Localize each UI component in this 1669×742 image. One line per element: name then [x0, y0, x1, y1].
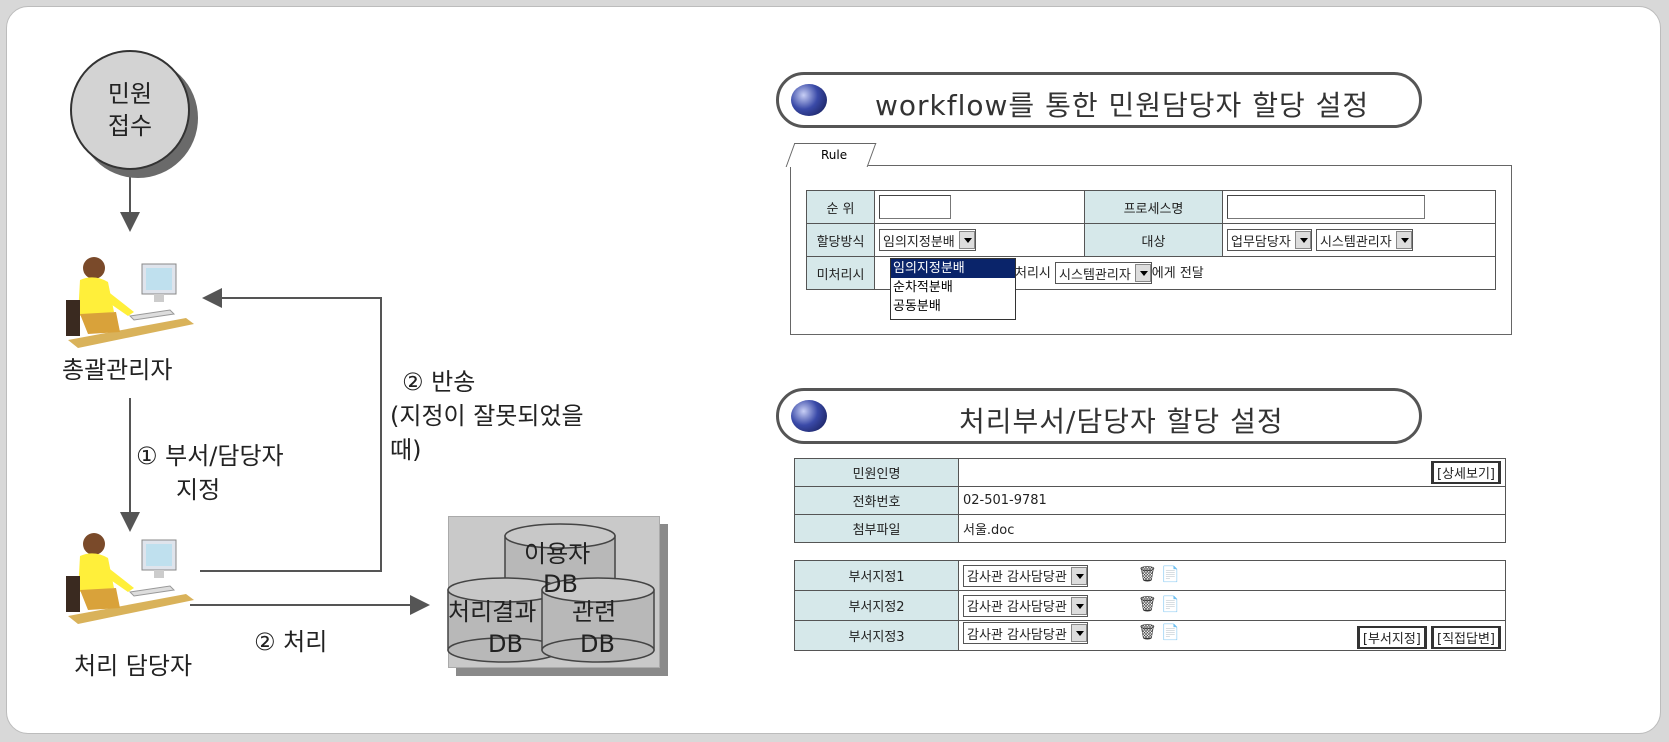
attachment-label: 첨부파일	[794, 514, 959, 543]
order-cell	[874, 190, 1085, 224]
arrow-return	[200, 288, 382, 572]
db-related-label: 관련	[572, 598, 617, 626]
assign-panel-header: 처리부서/담당자 할당 설정	[776, 388, 1422, 444]
attachment-link[interactable]: 서울.doc	[958, 514, 1506, 543]
department-1-cell: 감사관 감사담당관 🗑 📄	[958, 560, 1506, 591]
workflow-panel-title: workflow를 통한 민원담당자 할당 설정	[875, 89, 1370, 122]
department-2-select[interactable]: 감사관 감사담당관	[963, 594, 1088, 617]
target-select-2[interactable]: 시스템관리자	[1315, 229, 1413, 251]
step-return-note-line1: (지정이 잘못되었을	[390, 402, 584, 430]
table-row: 부서지정3 감사관 감사담당관 🗑 📄 [부서지정] [직접답변]	[794, 620, 1506, 651]
method-select-value: 임의지정분배	[883, 234, 955, 250]
detail-view-button[interactable]: [상세보기]	[1431, 461, 1501, 484]
method-label: 할당방식	[806, 223, 875, 257]
trash-icon[interactable]: 🗑	[1137, 595, 1157, 613]
assign-panel-title: 처리부서/담당자 할당 설정	[959, 405, 1284, 438]
method-dropdown-list: 임의지정분배 순차적분배 공동분배	[890, 258, 1016, 320]
department-3-value: 감사관 감사담당관	[967, 627, 1067, 643]
target-label: 대상	[1084, 223, 1223, 257]
step-return-label: ② 반송	[402, 368, 476, 396]
dropdown-option[interactable]: 임의지정분배	[891, 259, 1015, 278]
target-select-2-value: 시스템관리자	[1319, 234, 1392, 250]
chevron-down-icon	[1294, 231, 1311, 249]
unprocessed-suffix-text: 에게 전달	[1151, 265, 1204, 281]
assign-department-button[interactable]: [부서지정]	[1356, 626, 1427, 649]
person-at-computer-icon	[58, 526, 198, 626]
rule-table: 순 위 프로세스명 할당방식 임의지정분배 대상 업무담당자 시스템관리자 미처…	[806, 190, 1496, 290]
chevron-down-icon	[1395, 231, 1412, 249]
db-related-label-line2: DB	[580, 630, 615, 658]
department-1-label: 부서지정1	[794, 560, 959, 591]
start-node: 민원 접수	[70, 50, 190, 170]
unprocessed-label: 미처리시	[806, 256, 875, 290]
start-label-line2: 접수	[107, 112, 153, 140]
db-user-label-line2: DB	[543, 570, 578, 598]
target-select-1-value: 업무담당자	[1231, 234, 1291, 250]
table-row: 부서지정2 감사관 감사담당관 🗑 📄	[794, 590, 1506, 621]
tab-rule-label: Rule	[821, 148, 848, 162]
department-2-cell: 감사관 감사담당관 🗑 📄	[958, 590, 1506, 621]
step-return-note-line2: 때)	[390, 436, 422, 464]
chevron-down-icon	[1070, 624, 1087, 642]
handler-label: 처리 담당자	[74, 652, 193, 680]
tab-rule[interactable]: Rule	[785, 143, 877, 167]
applicant-name-cell: [상세보기]	[958, 458, 1506, 487]
db-user-label: 이용자	[524, 540, 591, 568]
phone-value: 02-501-9781	[958, 486, 1506, 515]
manager-label: 총괄관리자	[62, 356, 173, 384]
bullet-dot-icon	[791, 84, 827, 116]
department-3-cell: 감사관 감사담당관 🗑 📄 [부서지정] [직접답변]	[958, 620, 1506, 651]
chevron-down-icon	[958, 231, 975, 249]
department-3-label: 부서지정3	[794, 620, 959, 651]
dropdown-option[interactable]: 순차적분배	[893, 280, 953, 295]
step-assign-label: ① 부서/담당자	[136, 442, 284, 470]
db-result-label-line2: DB	[488, 630, 523, 658]
applicant-info-table: 민원인명 [상세보기] 전화번호 02-501-9781 첨부파일 서울.doc	[794, 458, 1506, 543]
direct-reply-button[interactable]: [직접답변]	[1431, 626, 1501, 649]
bullet-dot-icon	[791, 400, 827, 432]
process-name-cell	[1222, 190, 1496, 224]
dropdown-option[interactable]: 공동분배	[893, 299, 941, 314]
applicant-name-label: 민원인명	[794, 458, 959, 487]
order-input[interactable]	[879, 195, 951, 219]
unprocessed-mid-text: 처리시	[1015, 265, 1051, 281]
workflow-panel-header: workflow를 통한 민원담당자 할당 설정	[776, 72, 1422, 128]
department-table: 부서지정1 감사관 감사담당관 🗑 📄 부서지정2 감사관 감사담당관 🗑 📄 …	[794, 560, 1506, 651]
document-icon[interactable]: 📄	[1161, 565, 1180, 583]
unprocessed-select[interactable]: 시스템관리자	[1055, 262, 1152, 285]
department-3-select[interactable]: 감사관 감사담당관	[963, 622, 1088, 644]
start-label-line1: 민원	[107, 79, 153, 108]
person-at-computer-icon	[58, 250, 198, 350]
document-icon[interactable]: 📄	[1161, 595, 1180, 613]
target-cell: 업무담당자 시스템관리자	[1222, 223, 1496, 257]
trash-icon[interactable]: 🗑	[1137, 622, 1157, 641]
method-select[interactable]: 임의지정분배	[879, 229, 976, 251]
process-name-input[interactable]	[1227, 195, 1425, 219]
department-1-value: 감사관 감사담당관	[967, 570, 1067, 585]
department-2-label: 부서지정2	[794, 590, 959, 621]
table-row: 부서지정1 감사관 감사담당관 🗑 📄	[794, 560, 1506, 591]
step-assign-label-line2: 지정	[176, 476, 221, 504]
department-2-value: 감사관 감사담당관	[967, 600, 1067, 615]
phone-label: 전화번호	[794, 486, 959, 515]
chevron-down-icon	[1134, 264, 1151, 283]
order-label: 순 위	[806, 190, 875, 224]
document-icon[interactable]: 📄	[1161, 622, 1180, 641]
process-name-label: 프로세스명	[1084, 190, 1223, 224]
method-cell: 임의지정분배	[874, 223, 1085, 257]
chevron-down-icon	[1070, 596, 1087, 615]
chevron-down-icon	[1070, 566, 1087, 585]
trash-icon[interactable]: 🗑	[1137, 565, 1157, 583]
department-1-select[interactable]: 감사관 감사담당관	[963, 564, 1088, 587]
db-cylinder-related	[541, 577, 655, 663]
target-select-1[interactable]: 업무담당자	[1227, 229, 1312, 251]
db-result-label: 처리결과	[448, 598, 537, 626]
step-process-label: ② 처리	[254, 628, 328, 656]
unprocessed-select-value: 시스템관리자	[1059, 267, 1131, 283]
